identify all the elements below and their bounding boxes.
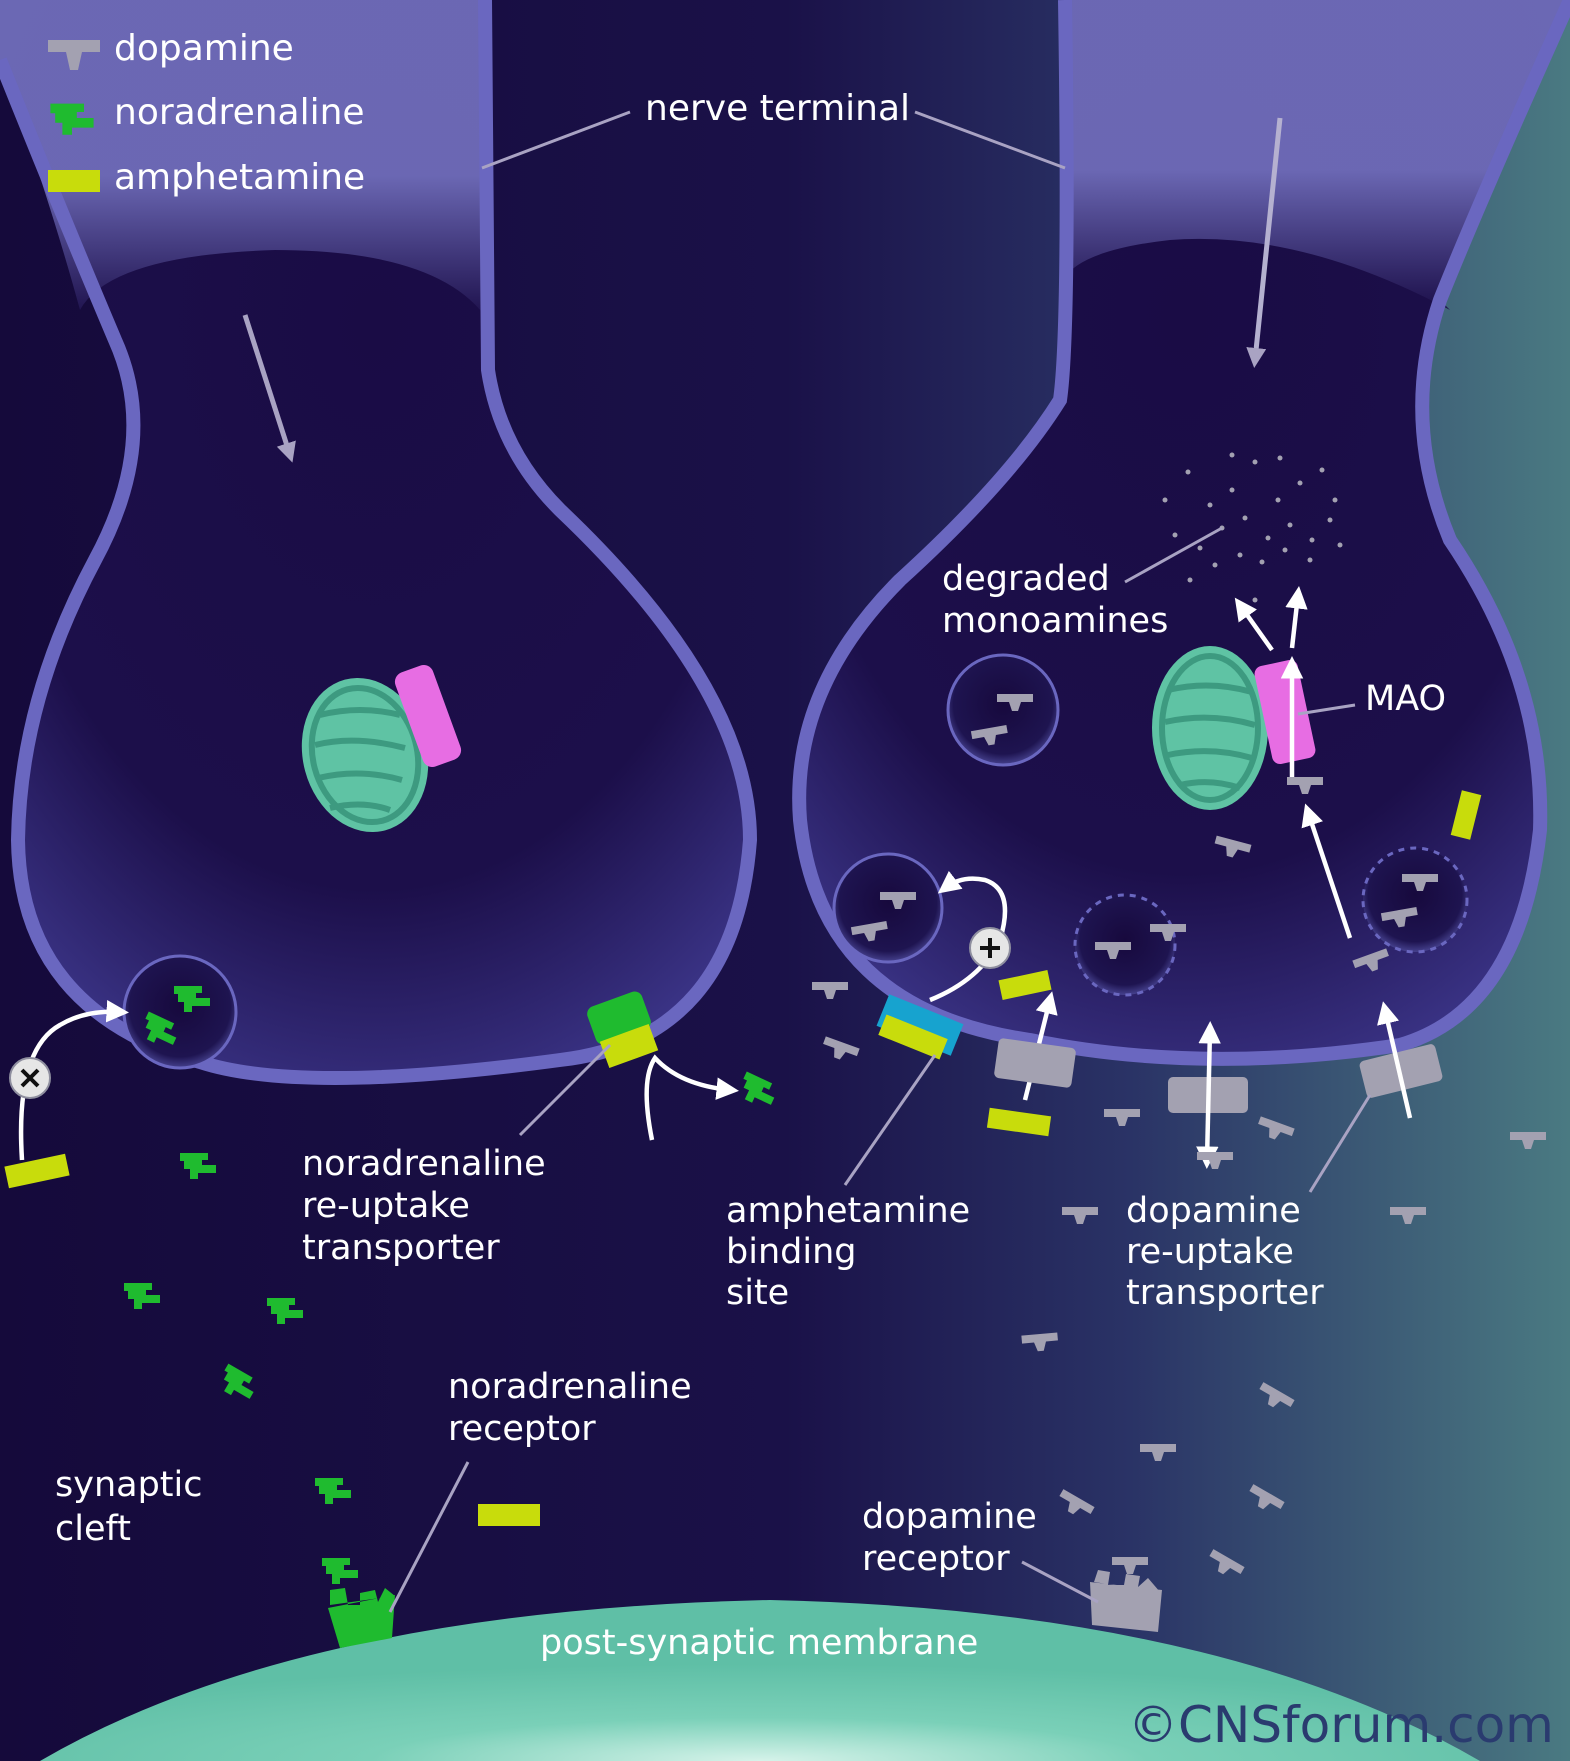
left-terminal-bulb	[0, 0, 750, 1079]
label-amph-site-2: binding	[726, 1232, 856, 1272]
degrade-arrow-left-icon	[1234, 597, 1274, 652]
dopamine-receptor	[1090, 1570, 1162, 1632]
amphetamine-molecule	[4, 1153, 70, 1189]
transporter-double-arrow-icon	[1196, 1021, 1221, 1169]
ne-reuptake-transporter	[587, 991, 739, 1141]
right-amph-release	[929, 870, 1011, 1003]
right-vesicle-dashed-1	[1073, 893, 1186, 997]
noradrenaline-receptor	[328, 1588, 395, 1648]
right-terminal-membrane	[792, 0, 1570, 1066]
label-nerve-terminal: nerve terminal	[645, 88, 910, 129]
leader-nerve-terminal-right	[914, 110, 1066, 170]
right-mao-enzyme	[1254, 660, 1316, 764]
left-amph-release	[4, 1000, 129, 1189]
amphetamine-molecule	[1450, 790, 1482, 840]
right-terminal-stalk	[1063, 0, 1570, 310]
leader-da-transporter	[1308, 1094, 1372, 1193]
label-mao: MAO	[1365, 679, 1446, 719]
dopamine-legend-icon	[48, 40, 100, 70]
label-da-transporter-3: transporter	[1126, 1273, 1324, 1313]
label-da-transporter-1: dopamine	[1126, 1191, 1301, 1231]
degrade-arrow-right-icon	[1285, 586, 1308, 649]
left-vesicle	[122, 954, 238, 1070]
post-synaptic-membrane	[40, 1600, 1480, 1761]
label-cleft-2: cleft	[55, 1509, 131, 1549]
label-ne-receptor-1: noradrenaline	[448, 1367, 692, 1407]
legend-dopamine: dopamine	[114, 28, 294, 69]
amphetamine-molecule	[998, 970, 1052, 1000]
label-da-transporter-2: re-uptake	[1126, 1232, 1294, 1272]
leader-da-receptor	[1021, 1560, 1099, 1604]
reuptake-arrow-2-icon	[1301, 803, 1353, 939]
legend-noradrenaline: noradrenaline	[114, 92, 365, 133]
right-nerve-terminal	[792, 0, 1570, 1066]
leader-degraded	[1124, 526, 1223, 584]
amphetamine-molecule-cleft	[478, 1504, 540, 1526]
legend-amphetamine: amphetamine	[114, 157, 365, 198]
legend: dopamine noradrenaline amphetamine	[48, 28, 365, 198]
leader-amph-site	[843, 1054, 937, 1186]
label-degraded-2: monoamines	[942, 601, 1168, 641]
left-mitochondrion	[301, 677, 429, 833]
label-ne-transporter-2: re-uptake	[302, 1186, 470, 1226]
left-terminal-stalk	[0, 0, 488, 320]
right-vesicle-dashed-2	[1361, 846, 1469, 954]
copyright: ©CNSforum.com	[1128, 1696, 1554, 1754]
right-vesicle-upper	[946, 653, 1060, 767]
leader-nerve-terminal-left	[481, 110, 631, 170]
label-cleft-1: synaptic	[55, 1465, 203, 1505]
leader-ne-receptor	[388, 1461, 470, 1613]
right-vesicle-release	[832, 852, 944, 964]
right-stalk-arrow-icon	[1246, 117, 1283, 368]
left-stalk-arrow-icon	[242, 314, 296, 463]
amphetamine-legend-icon	[48, 170, 100, 192]
leader-mao	[1297, 703, 1356, 716]
label-ne-receptor-2: receptor	[448, 1409, 596, 1449]
label-ne-transporter-1: noradrenaline	[302, 1144, 546, 1184]
leader-ne-transporter	[518, 1043, 612, 1137]
label-amph-site-3: site	[726, 1273, 789, 1313]
left-nerve-terminal	[0, 0, 758, 1085]
label-da-receptor-1: dopamine	[862, 1497, 1037, 1537]
label-post-synaptic-membrane: post-synaptic membrane	[540, 1623, 978, 1663]
label-amph-site-1: amphetamine	[726, 1191, 970, 1231]
label-degraded-1: degraded	[942, 559, 1110, 599]
right-mitochondrion	[1152, 646, 1268, 810]
reuptake-arrow-icon	[1377, 1001, 1413, 1119]
label-ne-transporter-3: transporter	[302, 1228, 500, 1268]
amphetamine-molecule	[986, 1107, 1052, 1137]
dopamine-transporter	[994, 1038, 1076, 1088]
amphetamine-binding-site	[876, 994, 964, 1060]
left-mao-enzyme	[394, 664, 462, 768]
label-da-receptor-2: receptor	[862, 1539, 1010, 1579]
